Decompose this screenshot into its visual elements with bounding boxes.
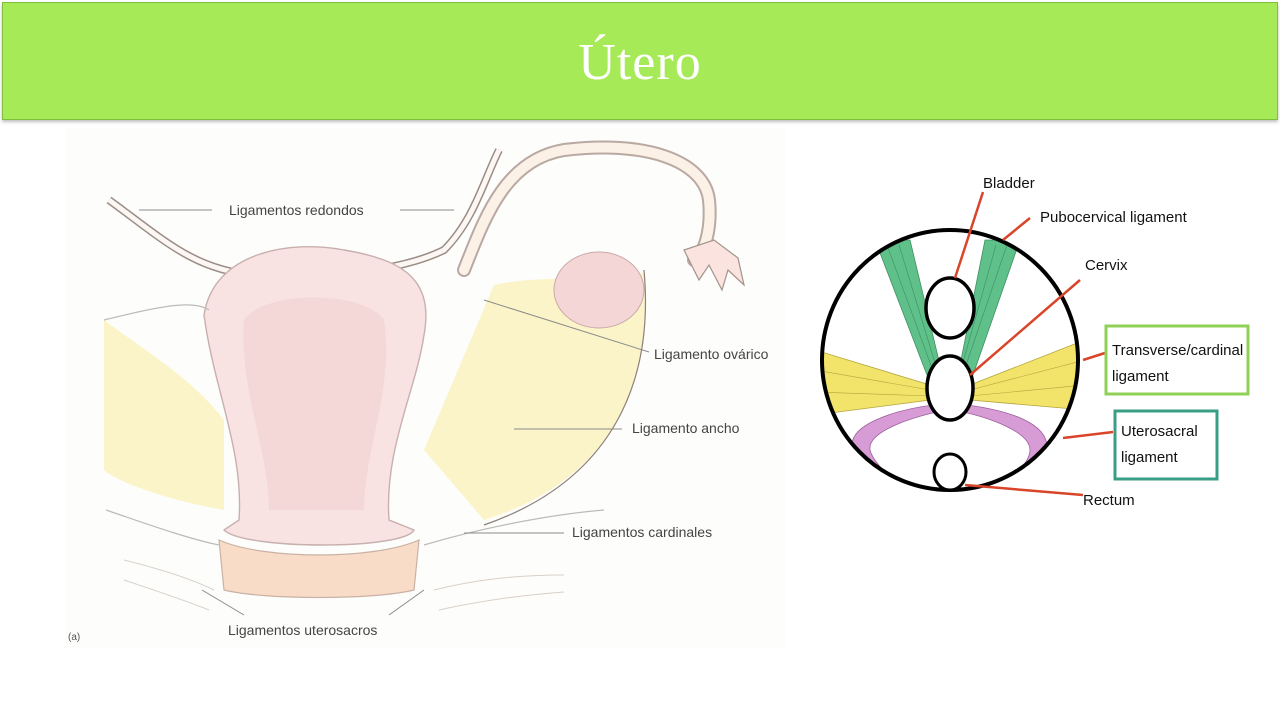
- leader-bladder: [953, 191, 985, 279]
- pelvic-ligaments-schematic: Bladder Pubocervical ligament Cervix Tra…: [815, 160, 1255, 520]
- label-uterosacral-line1: Uterosacral: [1121, 423, 1198, 440]
- label-uterosacral-line2: ligament: [1121, 449, 1179, 466]
- broad-ligament-shape: [424, 270, 646, 520]
- label-pubocervical: Pubocervical ligament: [1040, 209, 1188, 226]
- label-uterosacral-ligaments: Ligamentos uterosacros: [228, 622, 377, 638]
- leader-pubocervical: [1002, 217, 1031, 241]
- leader-transverse: [1082, 351, 1106, 362]
- leader-uterosacral: [1062, 430, 1114, 440]
- uterosacral-ligament-right: [962, 404, 1048, 490]
- leader-cervix: [969, 279, 1081, 376]
- label-cervix: Cervix: [1085, 257, 1128, 274]
- title-bar: Útero: [2, 2, 1278, 120]
- uterosacral-label-box: [1113, 409, 1219, 481]
- label-bladder: Bladder: [983, 175, 1035, 192]
- cervix-shape: [925, 354, 975, 422]
- slide-title: Útero: [578, 34, 702, 91]
- uterus-ligaments-illustration: Ligamentos redondos Ligamento ovárico Li…: [44, 120, 820, 650]
- label-rectum: Rectum: [1083, 492, 1135, 509]
- label-broad-ligament: Ligamento ancho: [632, 420, 740, 436]
- rectum-shape: [932, 452, 968, 492]
- label-transverse-line1: Transverse/cardinal: [1112, 342, 1243, 359]
- label-cardinal-ligaments: Ligamentos cardinales: [572, 524, 712, 540]
- transverse-ligament-left: [822, 349, 931, 416]
- leader-rectum: [964, 483, 1084, 497]
- transverse-label-box: [1104, 324, 1250, 396]
- uterosacral-ligament-left: [851, 404, 938, 490]
- bladder-shape: [924, 276, 976, 340]
- label-ovarian-ligament: Ligamento ovárico: [654, 346, 769, 362]
- broad-ligament-left-shape: [104, 320, 224, 510]
- label-transverse-line2: ligament: [1112, 368, 1170, 385]
- label-panel-marker: (a): [68, 632, 80, 643]
- label-round-ligaments: Ligamentos redondos: [229, 202, 364, 218]
